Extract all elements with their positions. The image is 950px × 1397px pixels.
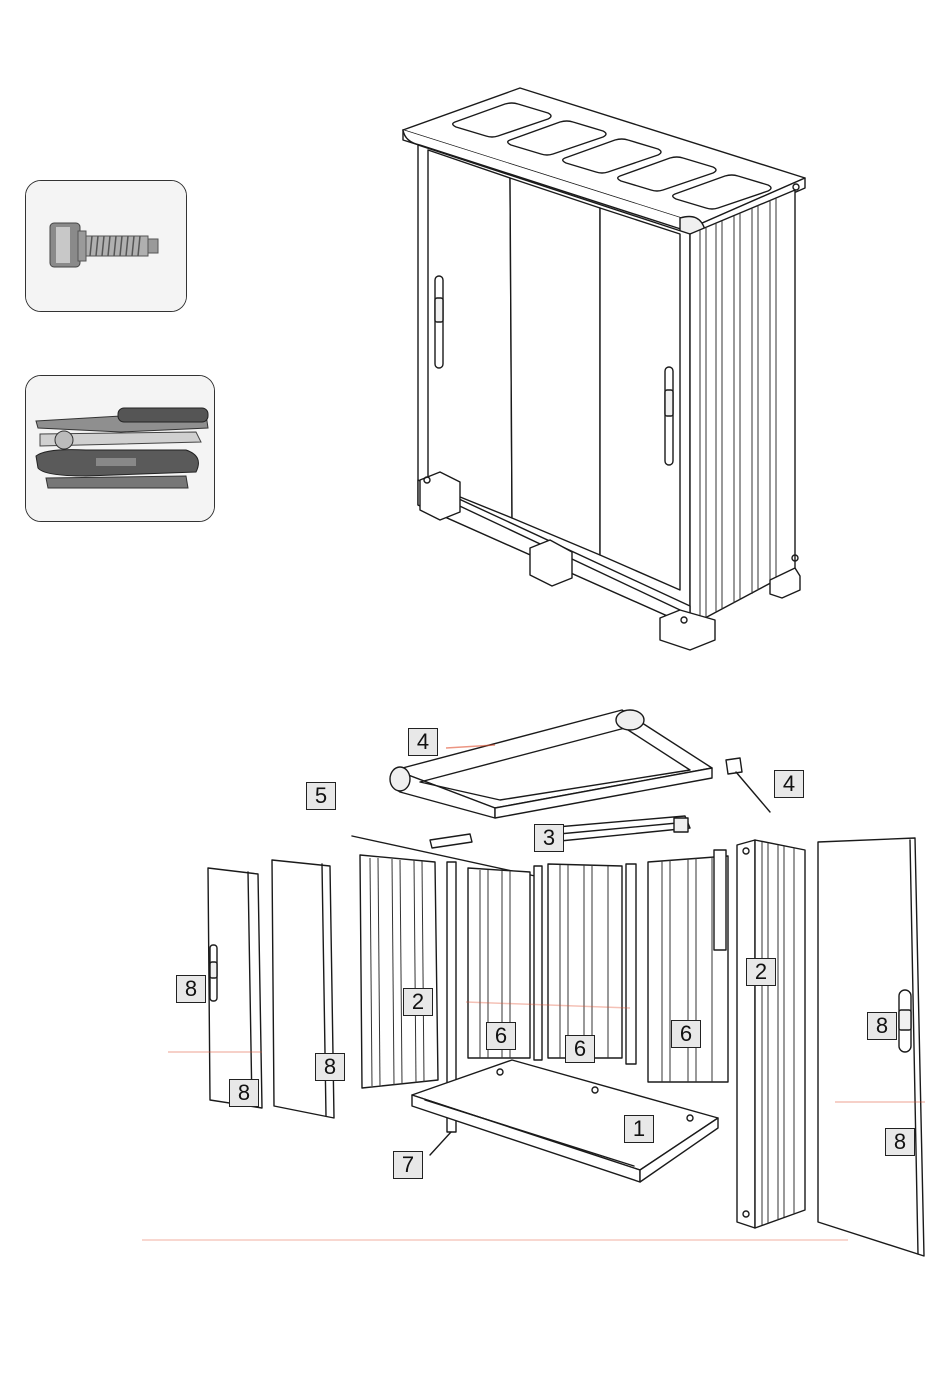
callout-4-bracket: 4	[774, 770, 804, 798]
left-door	[428, 150, 512, 518]
callout-6-right: 6	[671, 1020, 701, 1048]
callout-2-right: 2	[746, 958, 776, 986]
foot	[420, 472, 460, 520]
assembled-shed	[403, 88, 805, 650]
exploded-view	[142, 710, 925, 1256]
callout-8-left-door-bottom: 8	[229, 1079, 259, 1107]
callout-4-roof: 4	[408, 728, 438, 756]
callout-1: 1	[624, 1115, 654, 1143]
callout-8-right-door-bottom: 8	[885, 1128, 915, 1156]
callout-2-left: 2	[403, 988, 433, 1016]
callout-8-left-door: 8	[176, 975, 206, 1003]
callout-6-middle: 6	[565, 1035, 595, 1063]
callout-5: 5	[306, 782, 336, 810]
middle-door	[510, 178, 600, 555]
callout-8-second-door: 8	[315, 1053, 345, 1081]
part-2-left-panel	[360, 855, 438, 1088]
callout-8-right-door: 8	[867, 1012, 897, 1040]
callout-7: 7	[393, 1151, 423, 1179]
part-4-roof	[390, 710, 770, 818]
callout-3: 3	[534, 824, 564, 852]
callout-6-left: 6	[486, 1022, 516, 1050]
part-2-right-panel	[737, 840, 805, 1228]
